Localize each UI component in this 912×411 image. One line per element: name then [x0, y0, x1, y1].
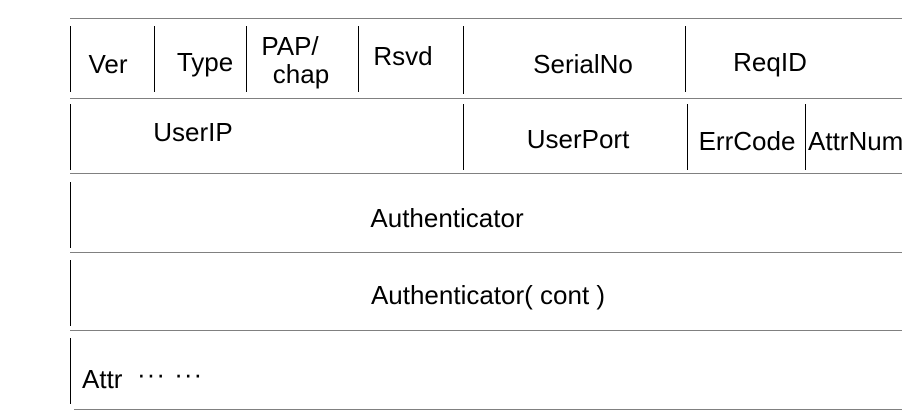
row-divider-2 [70, 173, 902, 174]
field-type: Type [176, 47, 234, 77]
field-attr-ellipsis: ··· ··· [137, 359, 204, 389]
row-divider-1 [70, 98, 902, 99]
field-errcode: ErrCode [698, 126, 796, 156]
row1-divider-type-pap [246, 26, 247, 92]
field-authenticator-cont: Authenticator( cont ) [370, 280, 606, 310]
row1-left-edge [70, 26, 71, 92]
row2-divider-err-attrnum [805, 104, 806, 170]
row1-divider-rsvd-serial [463, 26, 464, 94]
row1-divider-serial-reqid [685, 26, 686, 92]
field-attr: Attr [82, 364, 123, 394]
row4-left-edge [70, 260, 71, 326]
field-attrnum: AttrNum [808, 126, 904, 156]
row2-left-edge [70, 104, 71, 170]
row2-divider-port-err [687, 104, 688, 170]
field-pap-line2: chap [272, 59, 330, 89]
row-divider-4 [70, 330, 902, 331]
row5-left-edge [70, 338, 71, 404]
row-divider-bottom [74, 409, 902, 410]
field-pap-line1: PAP/ [261, 31, 319, 61]
field-authenticator: Authenticator [370, 203, 524, 233]
row1-divider-pap-rsvd [358, 26, 359, 92]
field-rsvd: Rsvd [373, 41, 433, 71]
field-reqid: ReqID [733, 47, 807, 77]
row2-divider-ip-port [463, 104, 464, 170]
row-divider-top [70, 18, 902, 19]
row1-divider-ver-type [154, 26, 155, 92]
row3-left-edge [70, 182, 71, 248]
field-ver: Ver [88, 49, 128, 79]
field-userip: UserIP [153, 117, 233, 147]
row-divider-3 [70, 252, 902, 253]
field-serialno: SerialNo [533, 49, 633, 79]
field-userport: UserPort [526, 124, 630, 154]
